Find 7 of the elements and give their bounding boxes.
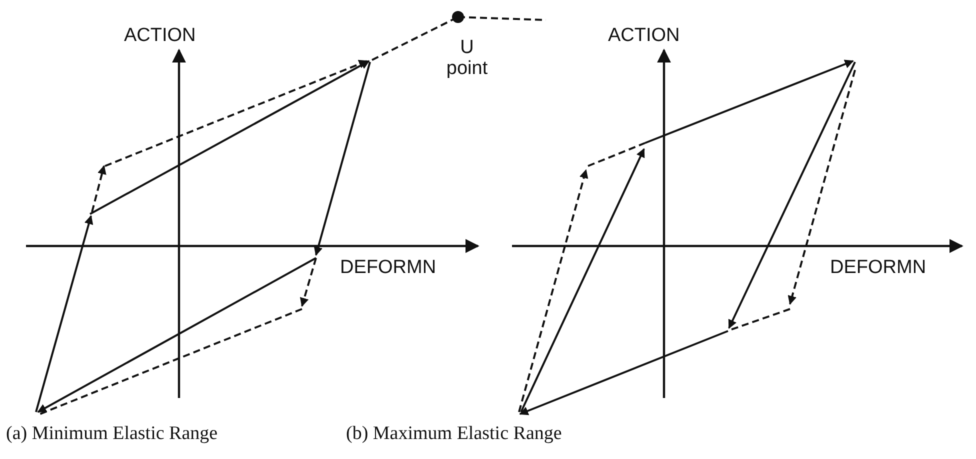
axis-label: DEFORMN — [830, 258, 926, 279]
axis-label: ACTION — [608, 26, 680, 47]
figure-caption: (a) Minimum Elastic Range — [6, 424, 218, 445]
axis-label: DEFORMN — [340, 258, 436, 279]
figure-caption: (b) Maximum Elastic Range — [346, 424, 562, 445]
axis-label: ACTION — [124, 26, 196, 47]
point-label: U point — [445, 38, 489, 80]
